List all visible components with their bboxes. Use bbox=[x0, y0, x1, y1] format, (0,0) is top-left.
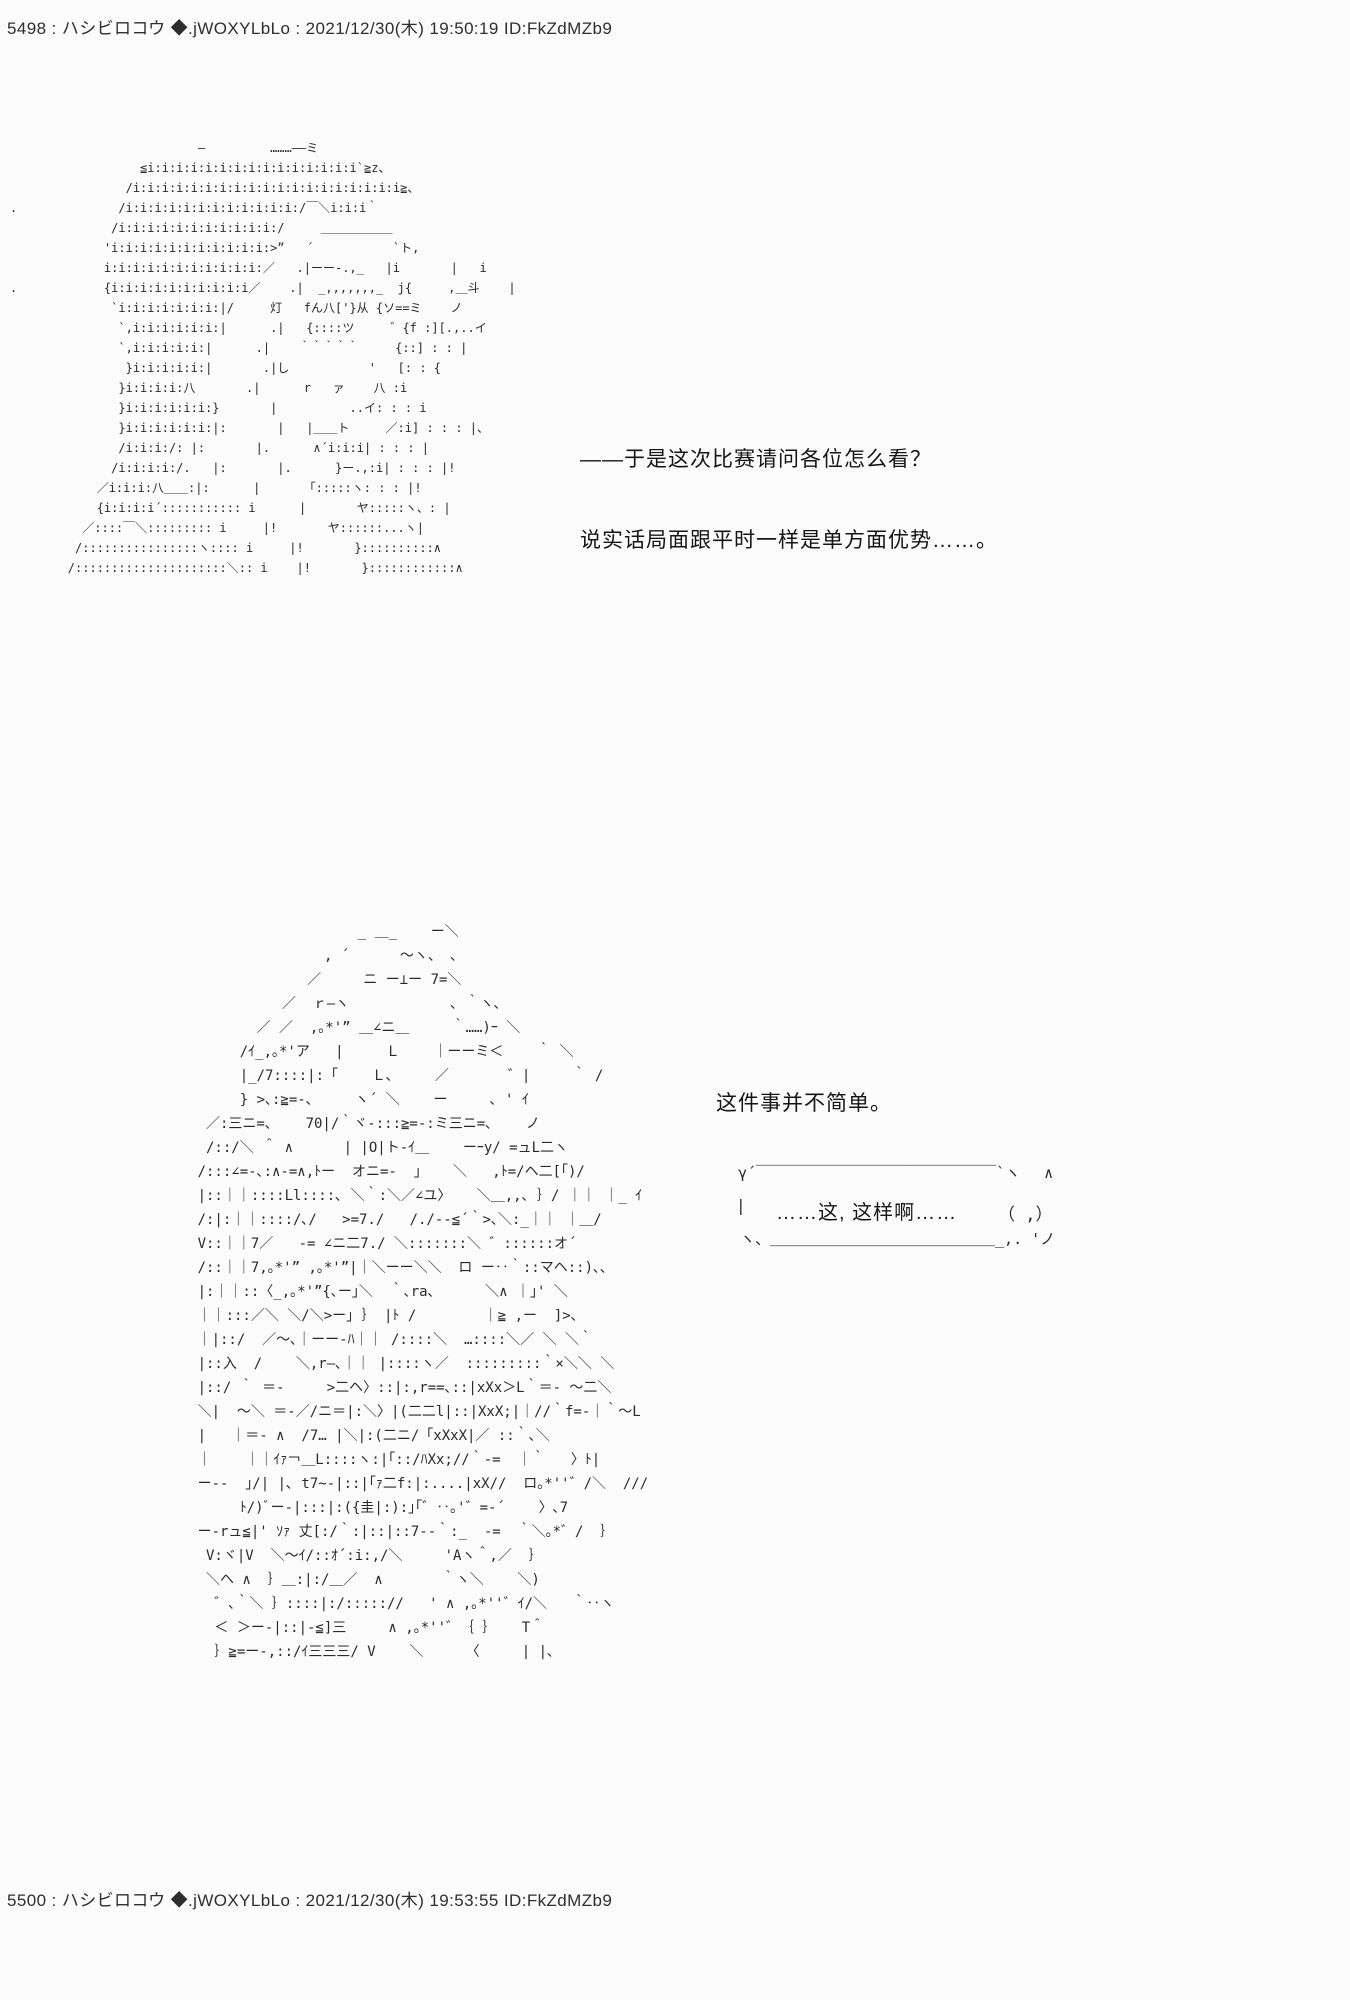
post-header-5498: 5498 : ハシビロコウ ◆.jWOXYLbLo : 2021/12/30(木… bbox=[7, 19, 613, 38]
ascii-art-figure-2: _ ＿_ ー＼ , ´ ～ヽ、 ､ ／ ニ ー⊥ー 7=＼ ／ ｒ―ヽ ､ ｀ヽ… bbox=[197, 924, 649, 1660]
speech-bubble-bottom-border: ヽ、＿＿＿＿＿＿＿＿＿＿＿＿＿＿＿_,. 'ノ bbox=[740, 1230, 1056, 1248]
speech-bubble-left-border: | bbox=[736, 1196, 746, 1215]
post-header-5500: 5500 : ハシビロコウ ◆.jWOXYLbLo : 2021/12/30(木… bbox=[7, 1891, 613, 1910]
speech-bubble-face: （ ,） bbox=[998, 1205, 1053, 1225]
dialogue-line-3: 这件事并不简单。 bbox=[716, 1092, 892, 1115]
dialogue-line-2: 说实话局面跟平时一样是单方面优势……。 bbox=[580, 529, 998, 552]
dialogue-line-1: ——于是这次比赛请问各位怎么看？ bbox=[580, 448, 932, 471]
ascii-art-figure-1: – ………––ミ ≦i:i:i:i:i:i:i:i:i:i:i:i:i:i:i`… bbox=[10, 141, 516, 575]
speech-bubble: γ´￣￣￣￣￣￣￣￣￣￣￣￣￣￣￣￣`ヽ ∧ | ……这, 这样啊…… （ ,）… bbox=[732, 1162, 1092, 1266]
speech-bubble-top-border: γ´￣￣￣￣￣￣￣￣￣￣￣￣￣￣￣￣`ヽ ∧ bbox=[738, 1164, 1054, 1182]
speech-bubble-text: ……这, 这样啊…… bbox=[776, 1202, 958, 1224]
